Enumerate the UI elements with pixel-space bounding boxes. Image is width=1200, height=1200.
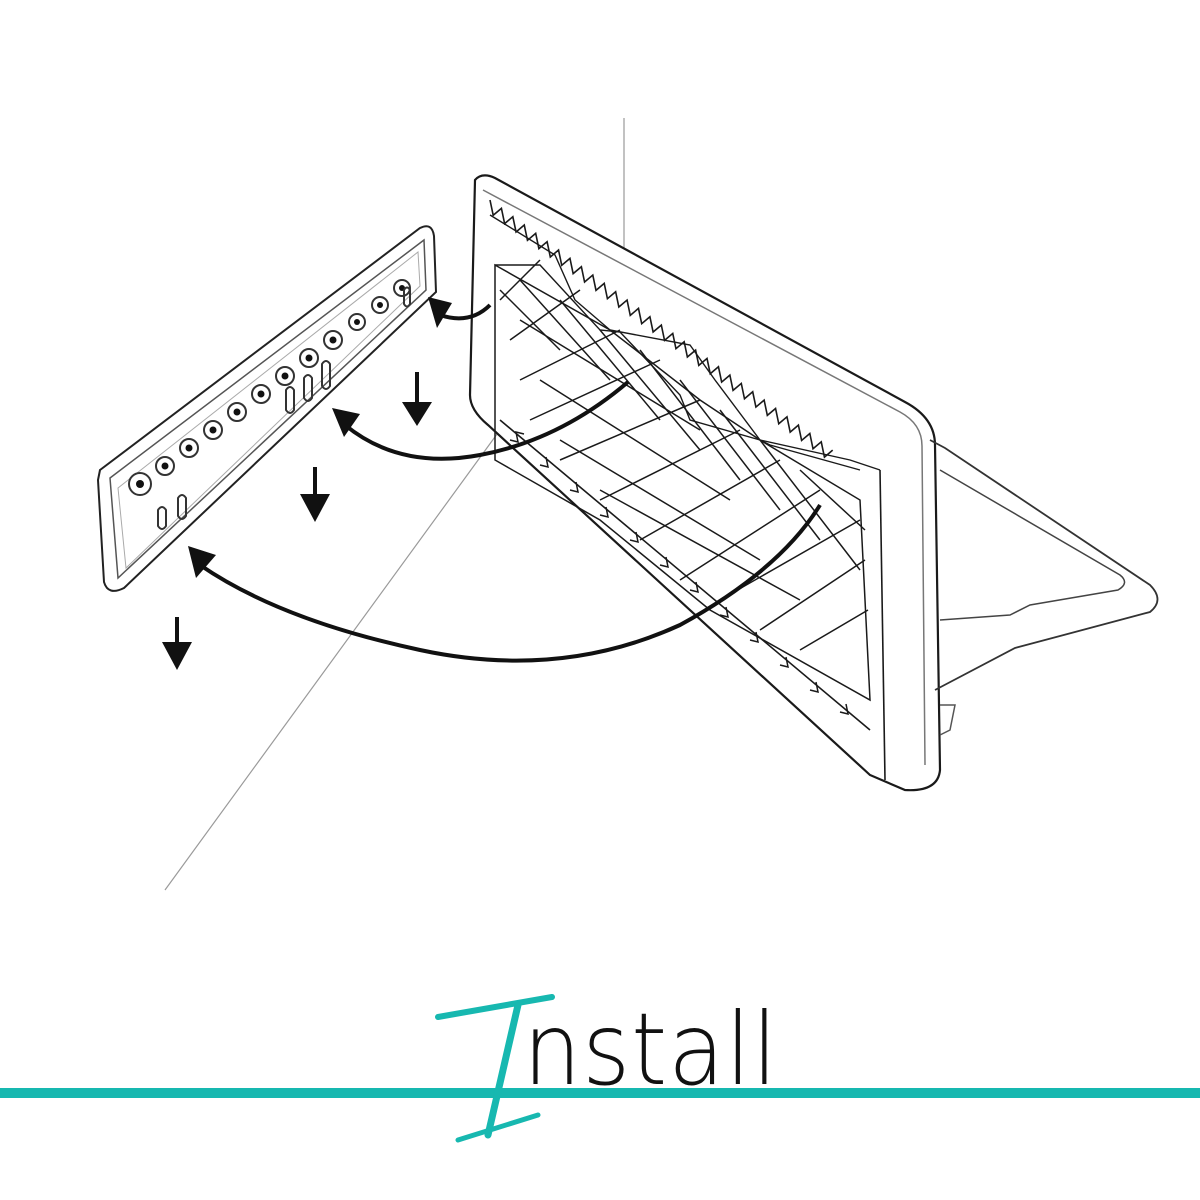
accent-rule bbox=[0, 1088, 1200, 1098]
page-title: nstall bbox=[523, 1000, 778, 1100]
tray bbox=[468, 174, 1159, 792]
curved-arrow-bottom bbox=[198, 503, 822, 663]
arrow-heads bbox=[162, 297, 452, 670]
curved-arrow-top bbox=[439, 303, 492, 321]
comb-strip bbox=[96, 225, 438, 592]
title-rest: nstall bbox=[523, 991, 779, 1108]
curved-arrow-middle bbox=[343, 380, 630, 461]
placement-arrows bbox=[175, 303, 822, 663]
arrowhead-icon bbox=[188, 546, 216, 578]
guide-lines bbox=[164, 118, 625, 891]
arrowhead-icon bbox=[162, 642, 192, 670]
arrowhead-icon bbox=[300, 494, 330, 522]
arrowhead-icon bbox=[402, 402, 432, 426]
arrowhead-icon bbox=[332, 408, 360, 437]
title-initial-brushstroke bbox=[435, 994, 555, 1143]
arrowhead-icon bbox=[428, 297, 452, 328]
